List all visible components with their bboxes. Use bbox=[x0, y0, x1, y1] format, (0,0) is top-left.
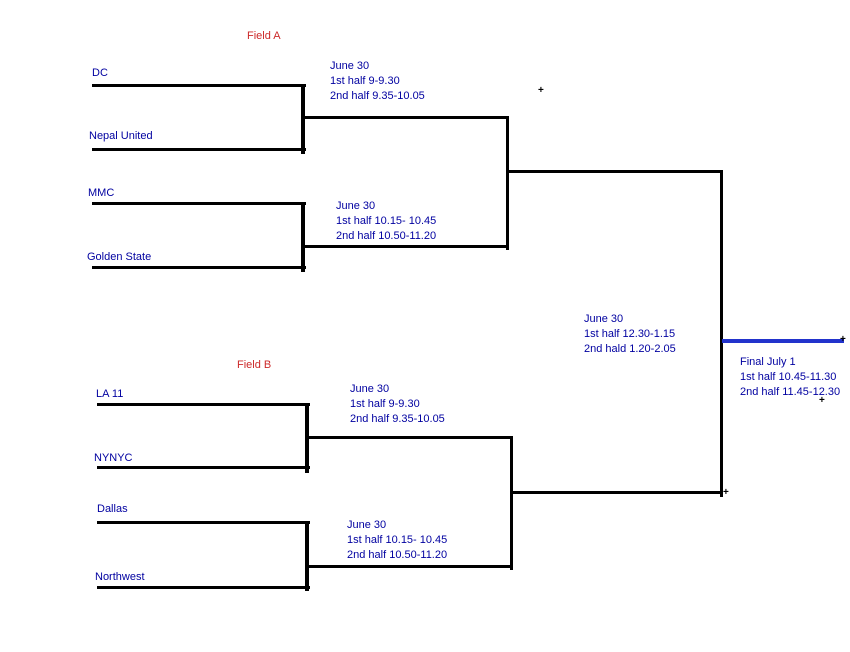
bracket-winner-line-b-match1 bbox=[307, 436, 513, 439]
bracket-line-nynyc bbox=[97, 466, 310, 469]
bracket-line-mmc bbox=[92, 202, 306, 205]
team-label-golden-state: Golden State bbox=[87, 251, 152, 263]
bracket-connector-final bbox=[720, 170, 723, 497]
schedule-line: June 30 bbox=[330, 60, 370, 72]
bracket-winner-line-a-match2 bbox=[303, 245, 509, 248]
team-label-nynyc: NYNYC bbox=[94, 452, 133, 464]
bracket-winner-line-b-semifinal bbox=[512, 491, 723, 494]
plus-marker: + bbox=[840, 334, 846, 345]
schedule-line: 2nd hald 1.20-2.05 bbox=[584, 343, 676, 355]
team-label-mmc: MMC bbox=[88, 187, 115, 199]
schedule-line: 1st half 12.30-1.15 bbox=[584, 328, 676, 340]
bracket-connector-a-semifinal bbox=[506, 116, 509, 250]
schedule-line: Final July 1 bbox=[740, 356, 796, 368]
schedule-line: 2nd half 9.35-10.05 bbox=[350, 413, 445, 425]
schedule-line: June 30 bbox=[584, 313, 624, 325]
bracket-connector-a-match2 bbox=[301, 202, 305, 272]
schedule-line: June 30 bbox=[347, 519, 387, 531]
bracket-line-la-11 bbox=[97, 403, 310, 406]
bracket-winner-line-a-semifinal bbox=[506, 170, 723, 173]
field-a-label: Field A bbox=[247, 30, 281, 42]
plus-marker: + bbox=[723, 487, 729, 498]
team-label-northwest: Northwest bbox=[95, 571, 145, 583]
plus-marker: + bbox=[538, 85, 544, 96]
team-label-dc: DC bbox=[92, 67, 108, 79]
schedule-line: 1st half 10.15- 10.45 bbox=[336, 215, 437, 227]
schedule-line: 1st half 9-9.30 bbox=[330, 75, 400, 87]
bracket-connector-b-match2 bbox=[305, 521, 309, 591]
schedule-line: June 30 bbox=[336, 200, 376, 212]
bracket-winner-line-b-match2 bbox=[307, 565, 513, 568]
bracket-winner-line-a-match1 bbox=[303, 116, 509, 119]
bracket-line-dallas bbox=[97, 521, 310, 524]
schedule-line: June 30 bbox=[350, 383, 390, 395]
bracket-line-dc bbox=[92, 84, 306, 87]
team-label-la-11: LA 11 bbox=[96, 388, 124, 400]
bracket-connector-a-match1 bbox=[301, 84, 305, 154]
bracket-connector-b-semifinal bbox=[510, 436, 513, 570]
schedule-field-b-match1: June 30 1st half 9-9.30 2nd half 9.35-10… bbox=[350, 382, 445, 427]
bracket-line-nepal-united bbox=[92, 148, 306, 151]
schedule-field-b-match2: June 30 1st half 10.15- 10.45 2nd half 1… bbox=[347, 518, 447, 563]
schedule-final: Final July 1 1st half 10.45-11.30 2nd ha… bbox=[740, 355, 840, 400]
bracket-winner-line-final bbox=[722, 339, 844, 343]
schedule-semifinal: June 30 1st half 12.30-1.15 2nd hald 1.2… bbox=[584, 312, 676, 357]
bracket-line-golden-state bbox=[92, 266, 306, 269]
schedule-line: 1st half 10.45-11.30 bbox=[740, 371, 837, 383]
plus-marker: + bbox=[819, 395, 825, 406]
schedule-line: 2nd half 9.35-10.05 bbox=[330, 90, 425, 102]
schedule-line: 2nd half 10.50-11.20 bbox=[347, 549, 448, 561]
team-label-nepal-united: Nepal United bbox=[89, 130, 153, 142]
field-b-label: Field B bbox=[237, 359, 272, 371]
schedule-line: 1st half 10.15- 10.45 bbox=[347, 534, 448, 546]
schedule-line: 2nd half 10.50-11.20 bbox=[336, 230, 437, 242]
bracket-line-northwest bbox=[97, 586, 310, 589]
schedule-field-a-match1: June 30 1st half 9-9.30 2nd half 9.35-10… bbox=[330, 59, 425, 104]
schedule-field-a-match2: June 30 1st half 10.15- 10.45 2nd half 1… bbox=[336, 199, 436, 244]
schedule-line: 1st half 9-9.30 bbox=[350, 398, 420, 410]
schedule-line: 2nd half 11.45-12.30 bbox=[740, 386, 841, 398]
team-label-dallas: Dallas bbox=[97, 503, 128, 515]
